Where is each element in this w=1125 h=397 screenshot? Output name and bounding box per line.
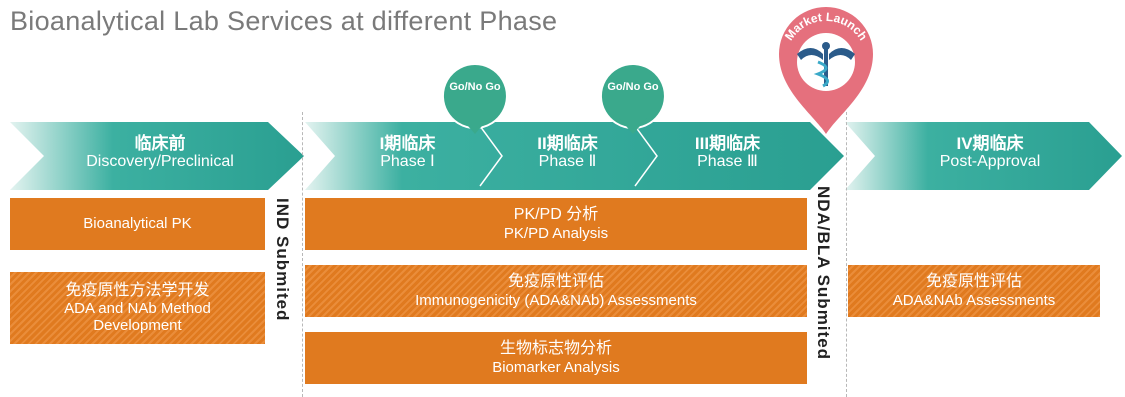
phase-label-phase-2: II期临床 Phase Ⅱ [537,134,598,171]
service-bioanalytical-pk: Bioanalytical PK [10,198,265,250]
band-arrow-shape [10,122,304,190]
phase-band-preclinical: 临床前 Discovery/Preclinical [10,122,305,190]
ind-submitted-label: IND Submited [273,198,292,322]
band-arrow-shape [845,122,1122,190]
phase-band-clinical: I期临床 Phase Ⅰ II期临床 Phase Ⅱ III期临床 Phase … [305,122,845,190]
band-arrow-shape [305,122,844,190]
phase-band-post-approval: IV期临床 Post-Approval [845,122,1123,190]
go-nogo-label: Go/No Go [449,81,501,93]
nda-divider [846,112,847,397]
service-post-approval-ada: 免疫原性评估 ADA&NAb Assessments [848,265,1100,317]
go-nogo-gate-2: Go/No Go [599,62,667,136]
phase-label-phase-3: III期临床 Phase Ⅲ [694,134,761,171]
service-immunogenicity-assessment: 免疫原性评估 Immunogenicity (ADA&NAb) Assessme… [305,265,807,317]
nda-bla-submitted-label: NDA/BLA Submited [814,186,833,361]
go-nogo-label: Go/No Go [607,81,659,93]
go-nogo-gate-1: Go/No Go [441,62,509,136]
gate-pin-shape [441,63,508,134]
market-launch-pin-shape [779,7,873,134]
phase-label-preclinical: 临床前 Discovery/Preclinical [86,134,234,171]
ind-divider [302,112,303,397]
service-biomarker-analysis: 生物标志物分析 Biomarker Analysis [305,332,807,384]
page-title: Bioanalytical Lab Services at different … [10,6,558,36]
caduceus-icon [797,42,855,88]
gate-pin-shape [599,63,666,134]
market-launch-label: Market Launch [782,10,870,43]
market-launch-pin: Market Launch [773,2,879,136]
svg-text:Market Launch: Market Launch [782,10,870,43]
phase-label-phase-4: IV期临床 Post-Approval [939,134,1041,171]
service-pkpd-analysis: PK/PD 分析 PK/PD Analysis [305,198,807,250]
phase-label-phase-1: I期临床 Phase Ⅰ [379,134,436,171]
market-launch-curve-text: Market Launch [782,10,870,43]
service-ada-method-development: 免疫原性方法学开发 ADA and NAb Method Development [10,272,265,344]
